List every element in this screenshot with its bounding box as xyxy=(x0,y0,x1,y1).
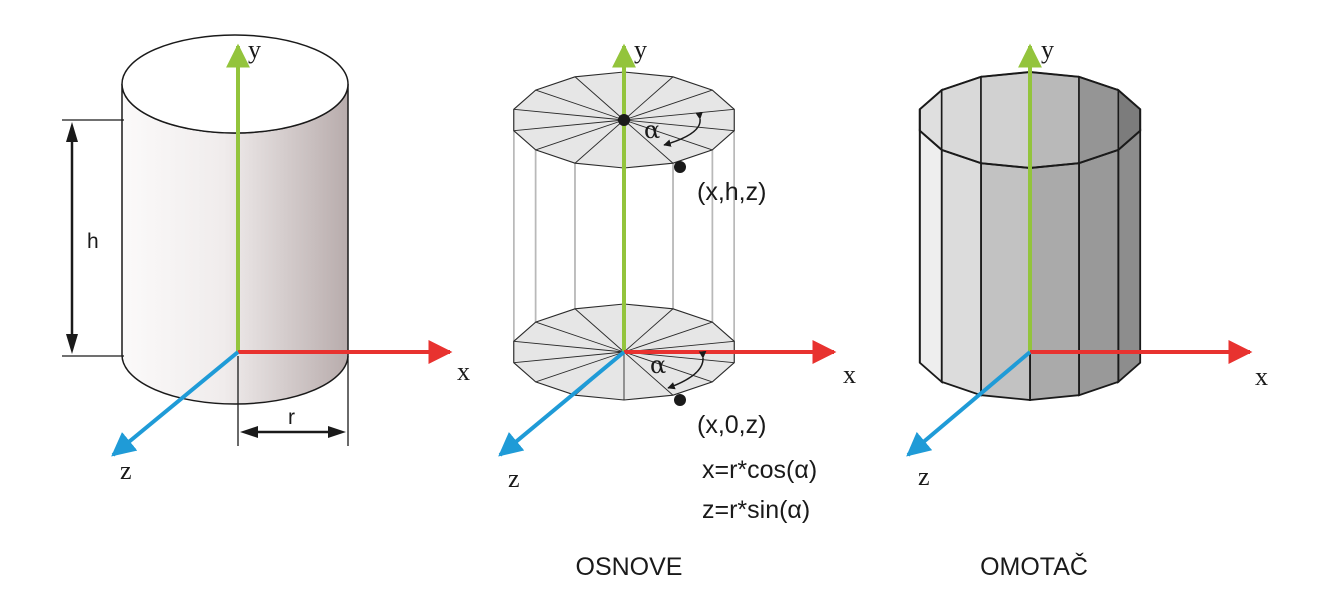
bottom-angle-arc xyxy=(667,351,707,390)
cylinder-body xyxy=(121,34,349,405)
formula-x: x=r*cos(α) xyxy=(702,456,817,484)
top-angle-label: α xyxy=(644,116,660,144)
panel-caps: y x z α α (x,h,z) (x,0,z) x=r*cos(α) z=r… xyxy=(498,35,856,581)
top-cap-spoke xyxy=(623,89,713,121)
x-axis-label: x xyxy=(1255,362,1268,391)
height-dimension xyxy=(62,119,124,357)
z-axis xyxy=(498,350,626,457)
prism-mantle xyxy=(918,70,1142,401)
bottom-angle-label: α xyxy=(650,351,666,379)
y-axis-label: y xyxy=(248,35,261,64)
outer-face xyxy=(1078,148,1120,397)
outer-face xyxy=(1029,162,1080,401)
x-axis-label: x xyxy=(843,360,856,389)
top-rim xyxy=(918,70,1142,170)
y-axis-label: y xyxy=(634,35,647,64)
height-label: h xyxy=(87,230,99,253)
mantle-caption: OMOTAČ xyxy=(980,552,1088,581)
z-axis-label: z xyxy=(120,456,132,485)
top-center-point xyxy=(618,114,630,126)
bottom-rim-point xyxy=(674,394,686,406)
top-cap-spoke xyxy=(574,76,625,121)
bottom-cap-spoke xyxy=(535,351,625,383)
bottom-cap-spoke xyxy=(535,321,625,353)
top-point-label: (x,h,z) xyxy=(697,178,766,206)
top-cap-spoke xyxy=(535,89,625,121)
formula-z: z=r*sin(α) xyxy=(702,496,810,524)
outer-face xyxy=(940,148,982,397)
panel-smooth-cylinder: h r y x z xyxy=(62,34,470,485)
y-axis-label: y xyxy=(1041,35,1054,64)
panel-mantle: y x z OMOTAČ xyxy=(906,35,1268,581)
radius-label: r xyxy=(288,406,295,429)
bottom-cap-spoke xyxy=(623,308,674,353)
top-cap-spoke xyxy=(623,119,674,164)
z-axis xyxy=(906,350,1032,457)
top-cap-spoke xyxy=(623,76,674,121)
radius-dimension xyxy=(237,356,349,446)
bottom-cap-spoke xyxy=(623,351,674,396)
bottom-cap-spoke xyxy=(513,340,625,353)
z-axis-label: z xyxy=(918,462,930,491)
outer-face xyxy=(1117,128,1142,384)
bottom-cap-spoke xyxy=(513,351,625,364)
top-angle-arc xyxy=(663,111,703,147)
top-cap-spoke xyxy=(513,108,625,121)
top-rim-point xyxy=(674,161,686,173)
bottom-cap-spoke xyxy=(574,308,625,353)
top-cap-spoke xyxy=(535,119,625,151)
bottom-cap-spoke xyxy=(623,321,713,353)
top-cap-spoke xyxy=(513,119,625,132)
outer-face xyxy=(980,162,1031,401)
bottom-point-label: (x,0,z) xyxy=(697,411,766,439)
outer-face xyxy=(918,128,943,384)
caps-caption: OSNOVE xyxy=(576,553,683,581)
z-axis-label: z xyxy=(508,464,520,493)
x-axis-label: x xyxy=(457,357,470,386)
z-axis xyxy=(111,350,240,457)
top-cap-spoke xyxy=(574,119,625,164)
